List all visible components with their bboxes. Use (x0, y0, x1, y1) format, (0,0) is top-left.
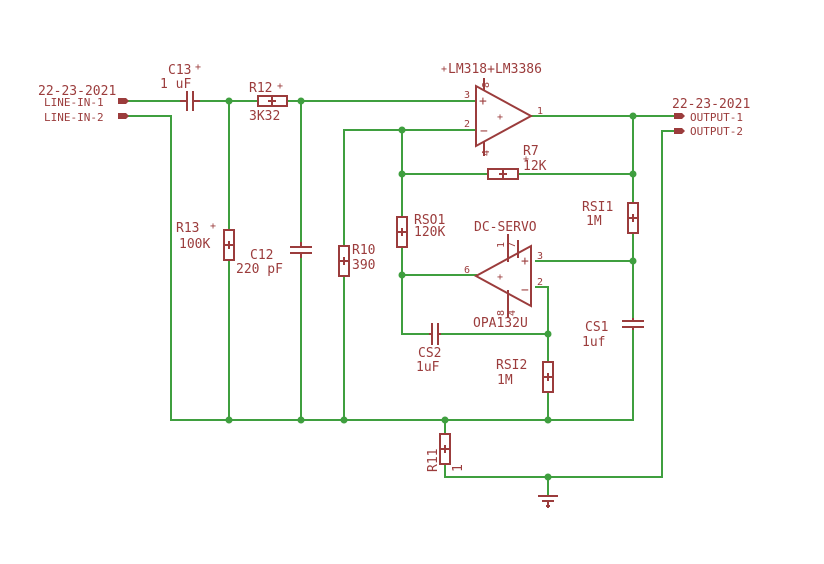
resistor-rsi1[interactable]: RSI1 1M (582, 200, 639, 234)
r7-name: R7 (523, 144, 539, 159)
cs2-name: CS2 (418, 346, 441, 361)
rsi2-name: RSI2 (496, 358, 527, 373)
resistor-r13[interactable]: R13 100K + (176, 221, 235, 261)
c13-value: 1 uF (160, 77, 191, 92)
pin-u2-2: 2 (537, 277, 543, 288)
r13-value: 100K (179, 237, 210, 252)
port-arrow-icon[interactable] (674, 113, 685, 119)
junction-dot (225, 416, 233, 424)
r11-value: 1 (451, 464, 466, 472)
output-ports: 22-23-2021 OUTPUT-1 OUTPUT-2 (672, 97, 750, 138)
rsi2-value: 1M (497, 373, 513, 388)
junction-dot (297, 416, 305, 424)
cs1-value: 1uf (582, 335, 605, 350)
rso1-value: 120K (414, 225, 445, 240)
opamp-u2-dc-servo[interactable]: + − + DC-SERVO OPA132U 6 3 2 7 1 8 4 (464, 220, 543, 331)
r7-polarity: + (523, 154, 529, 165)
u2-center-plus: + (497, 272, 503, 283)
resistor-rso1[interactable]: RSO1 120K (396, 213, 445, 248)
output-title: 22-23-2021 (672, 97, 750, 112)
resistor-r11[interactable]: R11 1 (426, 433, 466, 472)
capacitor-cs2[interactable]: CS2 1uF (416, 323, 441, 375)
junction-dot (398, 170, 406, 178)
junction-dot (398, 126, 406, 134)
junction-dot (629, 170, 637, 178)
resistor-rsi2[interactable]: RSI2 1M (496, 358, 554, 393)
pin-u1-4: 4 (481, 150, 492, 156)
pin-u1-3: 3 (464, 90, 470, 101)
capacitor-c12[interactable]: C12 220 pF (236, 242, 312, 277)
r10-name: R10 (352, 243, 375, 258)
r12-value: 3K32 (249, 109, 280, 124)
u2-minus-sign: − (521, 283, 529, 298)
c13-name: C13 (168, 63, 191, 78)
junction-dot (544, 473, 552, 481)
input-title: 22-23-2021 (38, 84, 116, 99)
r13-polarity: + (210, 221, 216, 232)
c13-polarity: + (195, 62, 201, 73)
junction-dot (297, 97, 305, 105)
port-arrow-icon[interactable] (118, 113, 129, 119)
r11-name: R11 (426, 449, 441, 472)
r10-value: 390 (352, 258, 375, 273)
cs2-value: 1uF (416, 360, 440, 375)
r7-value: 12K (523, 159, 547, 174)
input-ports: 22-23-2021 LINE-IN-1 LINE-IN-2 (38, 84, 129, 124)
pin-u2-6: 6 (464, 265, 470, 276)
pin-u1-2: 2 (464, 119, 470, 130)
r12-name: R12 (249, 81, 272, 96)
u1-minus-sign: − (480, 124, 488, 139)
junction-dot (441, 416, 449, 424)
u1-center-plus: + (497, 112, 503, 123)
junction-dot (544, 416, 552, 424)
resistor-r12[interactable]: R12 3K32 + (249, 81, 288, 124)
pin-u1-1: 1 (537, 106, 543, 117)
pin-u1-8: 8 (481, 82, 492, 88)
junction-dot (225, 97, 233, 105)
u2-value: OPA132U (473, 316, 528, 331)
wires (127, 100, 676, 496)
ground-icon (538, 495, 558, 508)
c12-value: 220 pF (236, 262, 283, 277)
junction-dot (398, 271, 406, 279)
port-arrow-icon[interactable] (118, 98, 129, 104)
line-in-2-label: LINE-IN-2 (44, 111, 104, 124)
resistor-r7[interactable]: R7 12K + (487, 144, 547, 180)
u1-name-plus: + (441, 64, 447, 75)
pin-u2-8: 8 (496, 310, 507, 316)
rsi1-name: RSI1 (582, 200, 613, 215)
junctions (225, 97, 637, 481)
capacitor-cs1[interactable]: CS1 1uf (582, 318, 644, 350)
junction-dot (629, 112, 637, 120)
output-2-label: OUTPUT-2 (690, 125, 743, 138)
junction-dot (340, 416, 348, 424)
cs1-name: CS1 (585, 320, 608, 335)
rso1-name: RSO1 (414, 213, 445, 228)
pin-u2-7: 7 (507, 242, 518, 248)
line-in-1-label: LINE-IN-1 (44, 96, 104, 109)
c12-name: C12 (250, 248, 273, 263)
u2-name: DC-SERVO (474, 220, 537, 235)
pin-u2-4: 4 (507, 310, 518, 316)
capacitor-c13[interactable]: C13 1 uF + (160, 62, 201, 111)
output-1-label: OUTPUT-1 (690, 111, 743, 124)
r12-polarity: + (277, 81, 283, 92)
opamp-u1[interactable]: + − + LM318+LM3386 + 3 2 1 8 4 (441, 62, 543, 156)
port-arrow-icon[interactable] (674, 128, 685, 134)
junction-dot (544, 330, 552, 338)
r13-name: R13 (176, 221, 199, 236)
u1-name: LM318+LM3386 (448, 62, 542, 77)
rsi1-value: 1M (586, 214, 602, 229)
pin-u2-1: 1 (496, 242, 507, 248)
u1-plus-sign: + (479, 94, 487, 109)
junction-dot (629, 257, 637, 265)
resistor-r10[interactable]: R10 390 (338, 243, 375, 277)
u2-plus-sign: + (521, 254, 529, 269)
pin-u2-3: 3 (537, 251, 543, 262)
